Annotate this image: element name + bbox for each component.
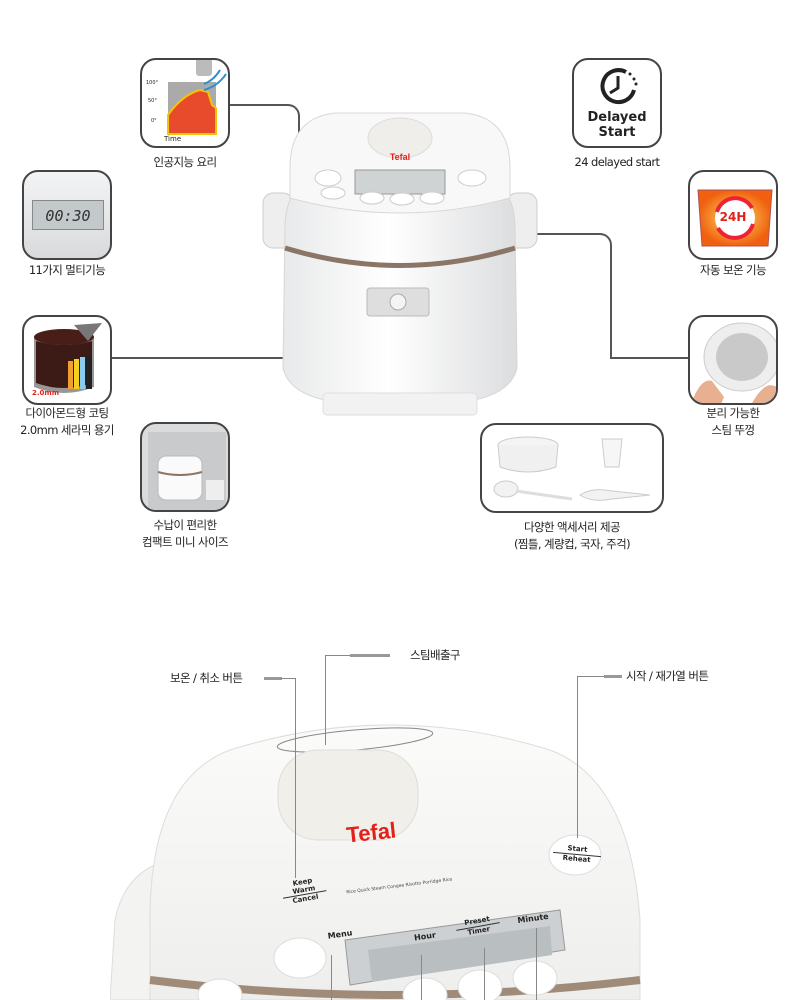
keep-warm-leader: [265, 678, 296, 878]
connector-lid-2: [610, 357, 688, 359]
control-panel-image: Tefal: [110, 724, 641, 1000]
steam-vent-callout: 스팀배출구: [410, 648, 461, 662]
chart-axis-0: 0°: [151, 118, 157, 124]
start-leader-bar: [604, 675, 622, 678]
brand-logo: Tefal: [390, 152, 410, 162]
keep-warm-leader-bar: [264, 677, 282, 680]
brand-logo-large: Tefal: [345, 818, 397, 848]
steam-vent-leader-bar: [350, 654, 390, 657]
hour-leader: [421, 955, 422, 1000]
feature-lid-label-1: 분리 가능한: [706, 406, 761, 420]
timer-leader: [484, 948, 485, 1000]
feature-lid-label-2: 스팀 뚜껑: [711, 423, 756, 437]
feature-accessories-icon: [480, 423, 664, 513]
menu-leader: [331, 955, 332, 1000]
feature-coating-label-1: 다이아몬드형 코팅: [25, 406, 110, 420]
start-reheat-callout: 시작 / 재가열 버튼: [626, 669, 709, 683]
feature-coating-icon: 2.0mm: [22, 315, 112, 405]
feature-compact-icon: [140, 422, 230, 512]
lcd-display: 00:30: [32, 200, 104, 230]
keep-warm-cancel-callout: 보온 / 취소 버튼: [170, 671, 243, 685]
clock-icon: [600, 68, 638, 105]
connector-coating: [112, 357, 298, 359]
minute-leader: [536, 928, 537, 1000]
temperature-chart-icon: [167, 60, 227, 135]
chart-axis-100: 100°: [146, 80, 159, 86]
start-leader: [577, 676, 605, 838]
delayed-text-1: Delayed: [587, 110, 647, 125]
feature-accessories-label-2: (찜틀, 계량컵, 국자, 주걱): [514, 537, 631, 551]
feature-compact-label-1: 수납이 편리한: [153, 518, 218, 532]
thickness-label: 2.0mm: [32, 389, 59, 397]
chart-axis-50: 50°: [148, 98, 157, 104]
feature-multi-function-label: 11가지 멀티기능: [28, 263, 106, 277]
feature-lid-icon: [688, 315, 778, 405]
connector-lid: [510, 233, 612, 359]
feature-ai-cooking-icon: 100° 50° 0° Time: [140, 58, 230, 148]
feature-delayed-start-icon: Delayed Start: [572, 58, 662, 148]
start-reheat-button[interactable]: Start Reheat: [552, 842, 602, 866]
rice-cooker-image: Tefal: [262, 112, 538, 416]
feature-keep-warm-icon: 24H: [688, 170, 778, 260]
feature-multi-function-icon: 00:30: [22, 170, 112, 260]
steam-vent-leader: [325, 655, 390, 745]
delayed-text-2: Start: [598, 125, 636, 140]
feature-compact-label-2: 컴팩트 미니 사이즈: [142, 535, 229, 549]
24h-badge: 24H: [719, 210, 747, 224]
feature-coating-label-2: 2.0mm 세라믹 용기: [20, 423, 114, 437]
feature-accessories-label-1: 다양한 액세서리 제공: [524, 520, 621, 534]
feature-ai-cooking-label: 인공지능 요리: [153, 155, 218, 169]
feature-delayed-start-label: 24 delayed start: [574, 155, 661, 169]
feature-keep-warm-label: 자동 보온 기능: [700, 263, 767, 277]
chart-x-label: Time: [164, 135, 182, 143]
